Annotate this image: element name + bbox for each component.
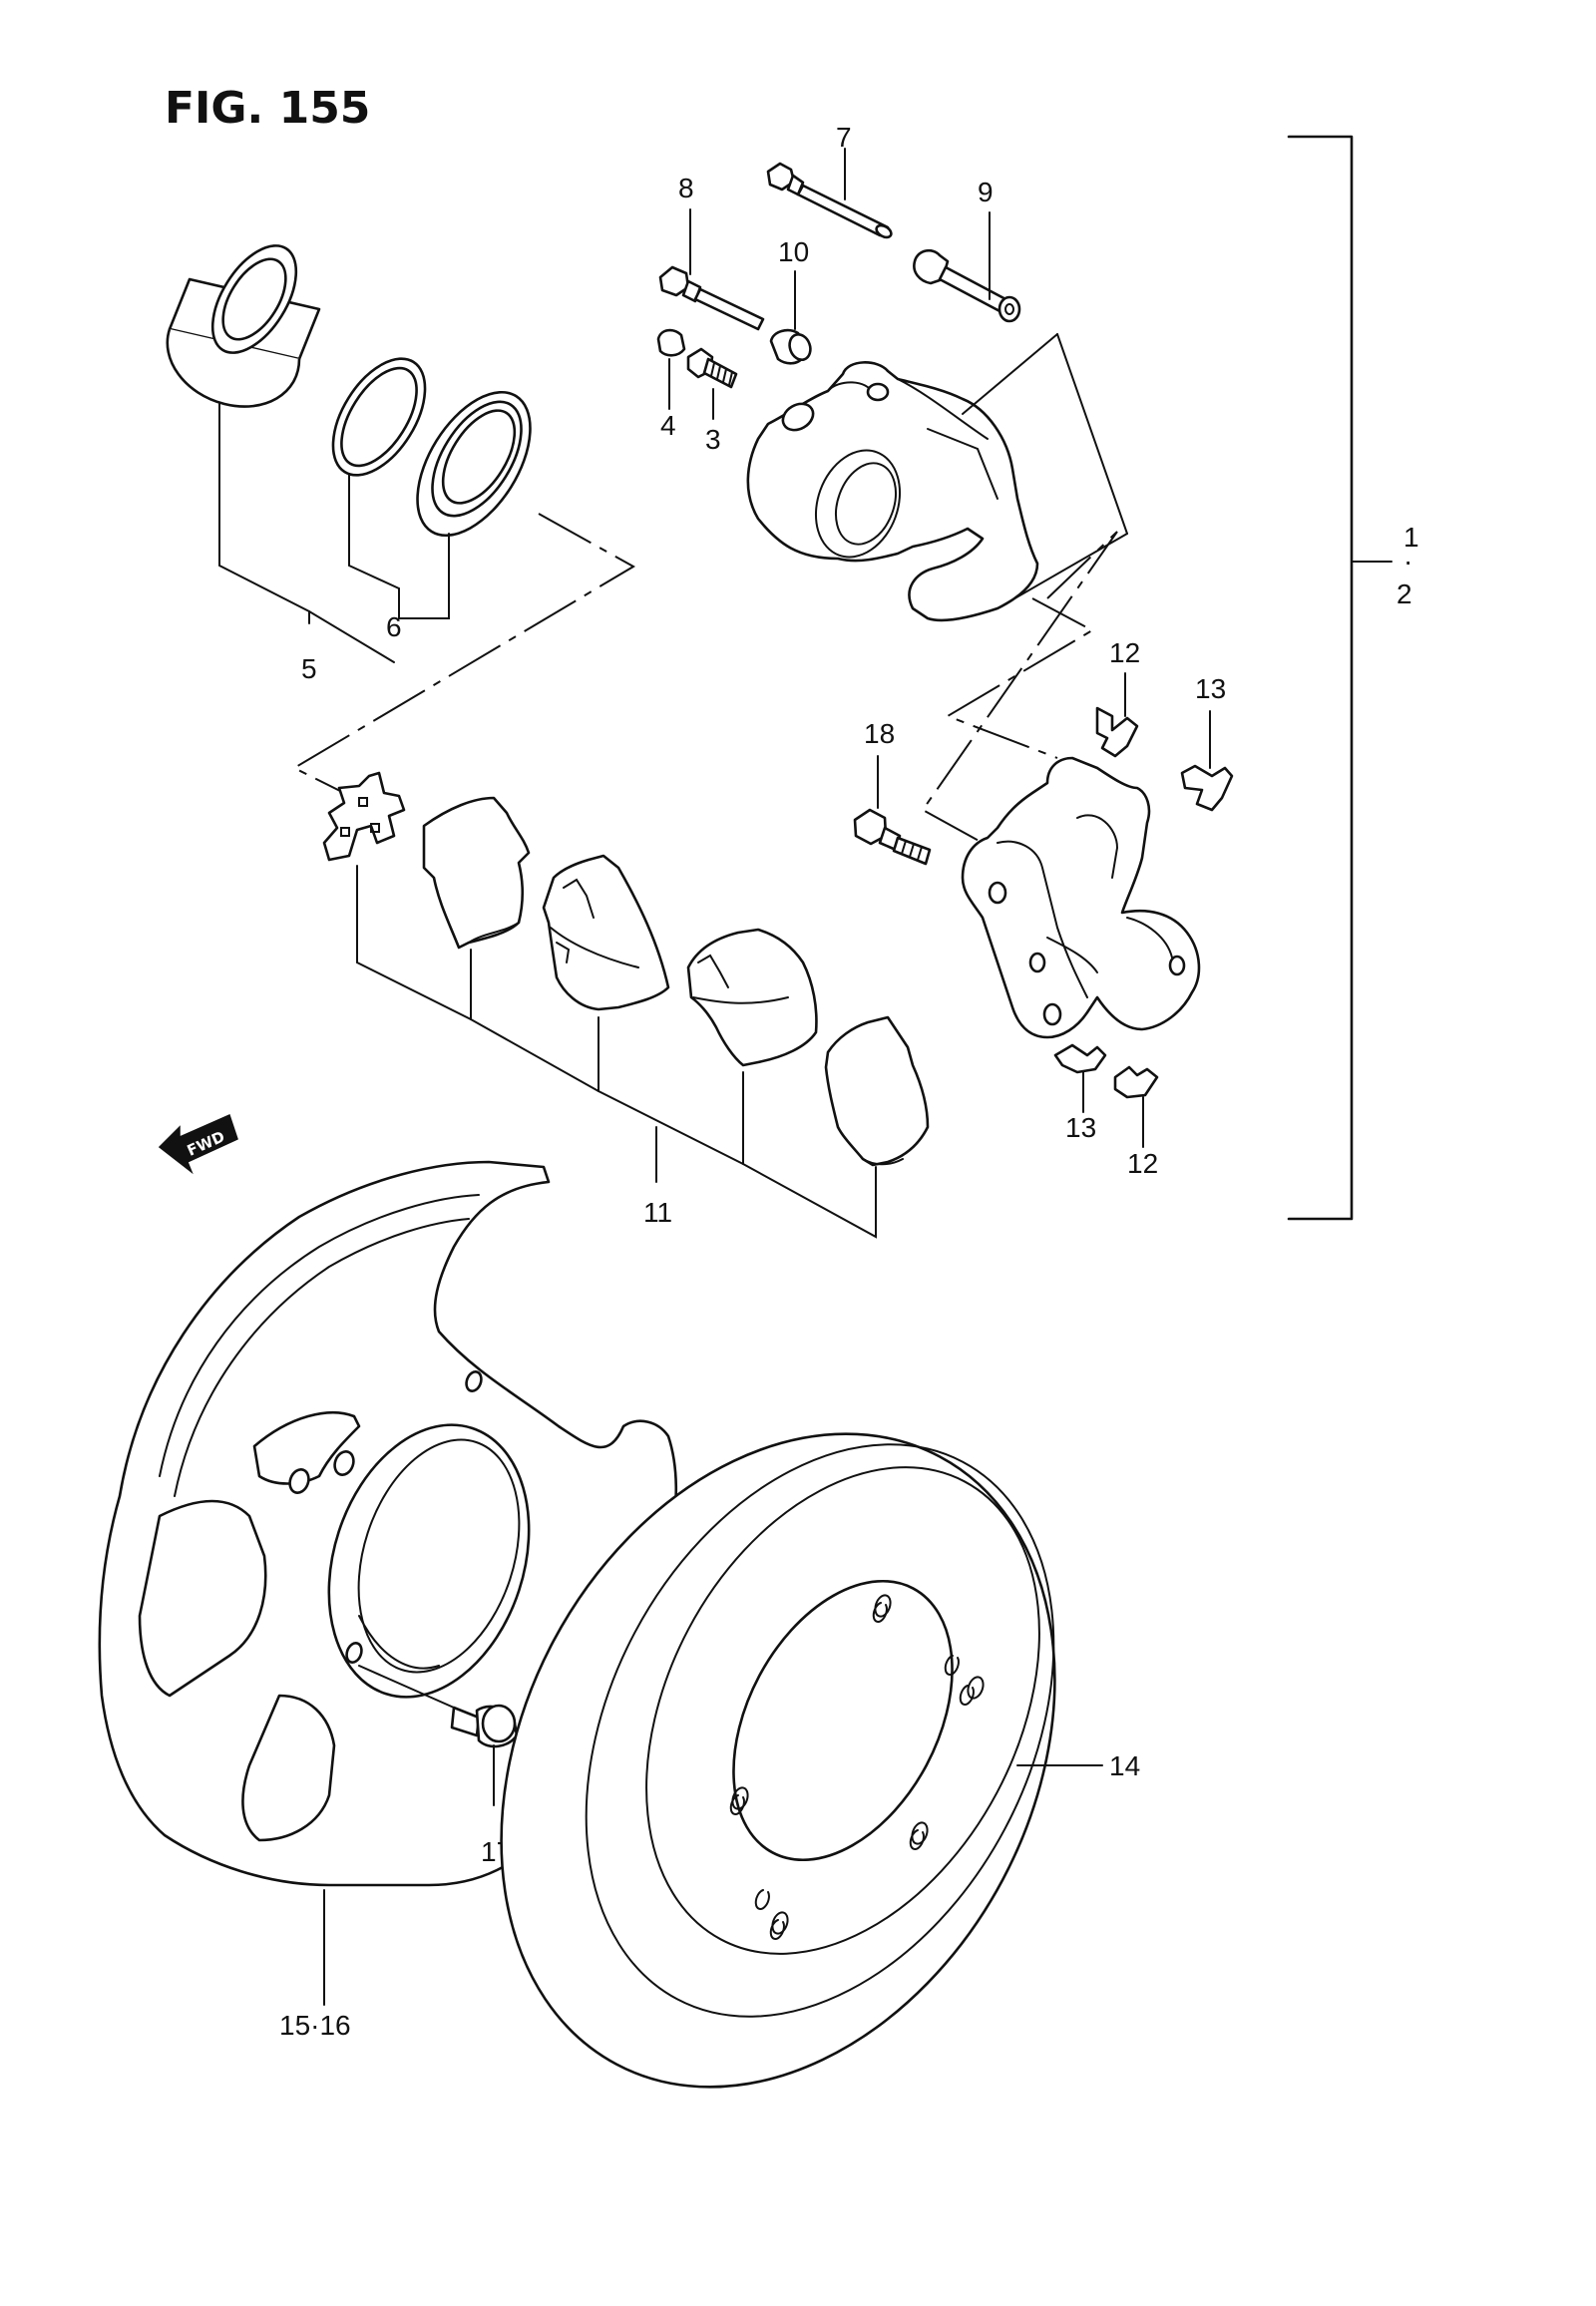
callout-5: 5 (301, 653, 317, 684)
leader-caliper-bracket (962, 333, 1128, 609)
callout-10: 10 (778, 236, 809, 267)
dashline-piston (291, 513, 636, 799)
caliper-body (746, 361, 1039, 622)
callout-12-lower: 12 (1127, 1148, 1158, 1179)
callout-13-upper: 13 (1195, 673, 1226, 704)
callout-1-2: 1 · 2 (1396, 522, 1419, 609)
pad-clip-12-upper (1095, 706, 1139, 758)
brake-pad-2 (542, 854, 670, 1011)
mounting-bolt-18 (853, 808, 932, 866)
brake-pad-4 (824, 1015, 930, 1167)
leader-6 (348, 473, 450, 619)
svg-text:·: · (1403, 546, 1412, 576)
svg-text:1: 1 (1403, 522, 1419, 553)
pad-clip-13-upper (1180, 764, 1234, 812)
pad-shim-plate (322, 771, 406, 862)
guide-pin-8 (658, 265, 765, 331)
callout-13-lower: 13 (1065, 1112, 1096, 1143)
caliper-piston (166, 244, 321, 408)
callout-6: 6 (386, 611, 402, 642)
pad-clip-13-lower (1053, 1043, 1107, 1074)
callout-9: 9 (978, 177, 994, 207)
callout-7: 7 (836, 122, 852, 153)
figure-title: FIG. 155 (165, 83, 370, 134)
assembly-bracket (1287, 135, 1393, 1221)
pin-sleeve-10 (769, 328, 812, 365)
callout-18: 18 (864, 718, 895, 749)
brake-pad-1 (422, 796, 531, 950)
guide-pin-7 (766, 162, 893, 239)
fwd-arrow: FWD (158, 1113, 238, 1175)
callout-8: 8 (678, 173, 694, 203)
callout-3: 3 (705, 424, 721, 455)
leader-11 (356, 865, 877, 1239)
callout-15-16: 15·16 (279, 2010, 351, 2041)
brake-pad-3 (686, 928, 818, 1067)
callout-4: 4 (660, 410, 676, 441)
caliper-mounting-bracket (961, 756, 1201, 1039)
shield-bolt-17 (358, 1665, 519, 1748)
guide-pin-9 (913, 248, 1021, 323)
callout-12-upper: 12 (1109, 637, 1140, 668)
dashline-caliper (945, 597, 1095, 759)
dust-boot (416, 390, 532, 538)
leader-5 (218, 403, 395, 663)
callout-11: 11 (643, 1197, 672, 1228)
bleeder-cap-4 (656, 328, 686, 357)
svg-text:2: 2 (1396, 578, 1412, 609)
piston-seal (331, 357, 427, 477)
callout-14: 14 (1109, 1750, 1140, 1781)
dashline-mount (921, 531, 1118, 844)
bleeder-screw-3 (686, 347, 738, 389)
brake-disc-rotor (500, 1432, 1056, 2089)
pad-clip-12-lower (1113, 1065, 1159, 1099)
